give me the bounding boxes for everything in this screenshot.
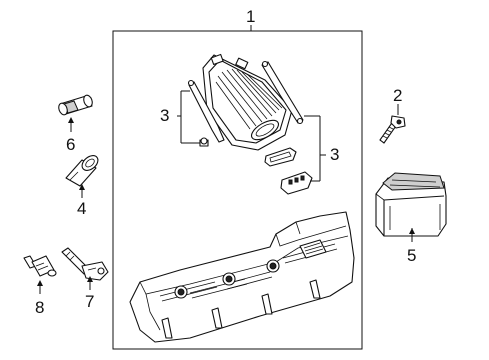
- left-bracket-strap[interactable]: [187, 79, 225, 143]
- callout-5: 5: [407, 246, 416, 265]
- callout-1: 1: [246, 7, 255, 26]
- callout-8: 8: [35, 298, 44, 317]
- leader-3-left: [177, 90, 200, 144]
- callout-7: 7: [85, 292, 94, 311]
- arrow-4: [79, 184, 85, 190]
- arrow-5: [409, 228, 415, 234]
- arrow-7: [87, 276, 93, 282]
- callout-4: 4: [77, 199, 86, 218]
- connector-seal[interactable]: [280, 171, 313, 195]
- callout-6: 6: [66, 135, 75, 154]
- arrow-8: [37, 280, 43, 286]
- sensor-part-6[interactable]: [57, 94, 94, 116]
- engine-cover[interactable]: [129, 211, 355, 343]
- sensor-part-8[interactable]: [23, 255, 57, 277]
- leader-3-right: [304, 115, 326, 182]
- sensor-part-7[interactable]: [61, 247, 109, 281]
- seal-part-4[interactable]: [65, 153, 101, 187]
- callout-3-left: 3: [160, 106, 169, 125]
- right-bracket-strap[interactable]: [261, 60, 304, 125]
- assembly-frame: [112, 30, 363, 350]
- callout-3-right: 3: [330, 145, 339, 164]
- arrow-6: [68, 117, 74, 123]
- module-cover-part-5[interactable]: [375, 172, 447, 237]
- ecm-module[interactable]: [202, 53, 293, 151]
- callout-2: 2: [393, 86, 402, 105]
- bracket-bolt[interactable]: [199, 137, 209, 147]
- oval-seal[interactable]: [264, 147, 297, 167]
- bolt-part-2[interactable]: [379, 115, 406, 144]
